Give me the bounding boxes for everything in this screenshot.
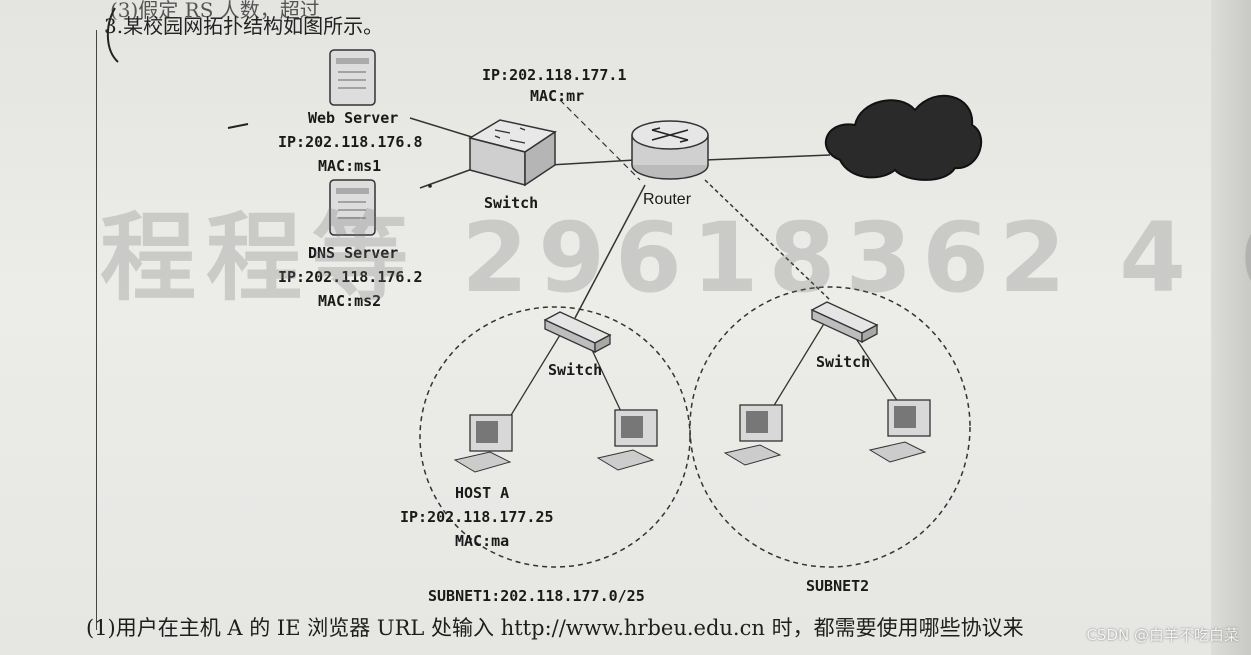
internet-cloud-icon: [826, 96, 981, 180]
csdn-watermark: CSDN @白羊不吃白菜: [1086, 624, 1239, 645]
web-server-name: Web Server: [308, 109, 398, 127]
host-a-mac: MAC:ma: [455, 532, 509, 550]
link-router-cloud: [705, 155, 830, 160]
web-server-ip: IP:202.118.176.8: [278, 133, 423, 151]
host-a-name: HOST A: [455, 484, 509, 502]
router-ip: IP:202.118.177.1: [482, 66, 627, 84]
link-s1-hostA: [505, 335, 560, 425]
host-a-ip: IP:202.118.177.25: [400, 508, 554, 526]
bottom-question-text: (1)用户在主机 A 的 IE 浏览器 URL 处输入 http://www.h…: [86, 612, 1024, 642]
link-switch-router: [550, 160, 635, 165]
host-a-computer-icon: [455, 415, 512, 472]
image-watermark: 程程等 29618362 4 6: [100, 180, 1251, 319]
web-server-mac: MAC:ms1: [318, 157, 381, 175]
web-server-icon: [330, 50, 375, 105]
pointer-router-ip: [560, 100, 640, 180]
subnet2-label: SUBNET2: [806, 577, 869, 595]
handwritten-bracket: [108, 8, 118, 62]
router-icon: [632, 121, 708, 179]
subnet1-host2-computer-icon: [598, 410, 657, 470]
subnet2-host1-computer-icon: [725, 405, 782, 465]
router-mac: MAC:mr: [530, 87, 584, 105]
main-switch-icon: [470, 120, 555, 185]
pen-mark: [228, 124, 248, 128]
subnet2-host2-computer-icon: [870, 400, 930, 462]
subnet2-switch-label: Switch: [816, 353, 870, 371]
subnet1-label: SUBNET1:202.118.177.0/25: [428, 587, 645, 605]
subnet1-switch-label: Switch: [548, 361, 602, 379]
